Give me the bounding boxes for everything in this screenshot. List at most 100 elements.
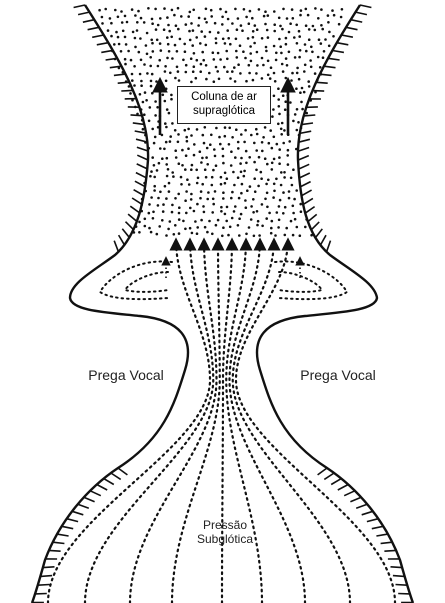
- air-particle: [273, 190, 276, 193]
- air-particle: [280, 184, 283, 187]
- hatch-mark-left-lower: [111, 473, 121, 479]
- air-particle: [166, 157, 169, 160]
- air-particle: [261, 150, 264, 153]
- air-particle: [148, 227, 151, 230]
- airflow-line: [226, 240, 262, 603]
- air-particle: [262, 136, 265, 139]
- air-particle: [284, 100, 287, 103]
- air-particle: [243, 175, 246, 178]
- hatch-mark-left-upper: [126, 222, 134, 230]
- air-particle: [244, 199, 247, 202]
- air-particle: [250, 60, 253, 63]
- air-particle: [234, 8, 237, 11]
- hatch-mark-left-upper: [128, 214, 137, 222]
- air-particle: [245, 150, 248, 153]
- air-particle: [184, 129, 187, 132]
- air-particle: [323, 50, 326, 53]
- hatch-mark-right-lower: [350, 497, 361, 502]
- air-particle: [175, 24, 178, 27]
- air-particle: [266, 192, 269, 195]
- air-particle: [174, 149, 177, 152]
- vocal-fold-right-label: Prega Vocal: [278, 367, 398, 383]
- hatch-mark-right-upper: [299, 139, 310, 142]
- hatch-mark-right-upper: [304, 115, 316, 116]
- air-particle: [168, 30, 171, 33]
- air-particle: [117, 15, 120, 18]
- air-particle: [222, 155, 225, 158]
- air-particle: [164, 122, 167, 125]
- air-particle: [209, 31, 212, 34]
- air-particle: [202, 134, 205, 137]
- air-particle: [168, 112, 171, 115]
- air-particle: [149, 106, 152, 109]
- air-particle: [283, 176, 286, 179]
- air-particle: [144, 225, 147, 228]
- air-particle: [151, 22, 154, 25]
- air-particle: [244, 129, 247, 132]
- left-fold-vortex: [100, 261, 172, 299]
- air-particle: [283, 171, 286, 174]
- air-particle: [143, 21, 146, 24]
- air-particle: [208, 220, 211, 223]
- air-particle: [298, 56, 301, 59]
- air-particle: [184, 50, 187, 53]
- air-particle: [229, 77, 232, 80]
- air-particle: [239, 72, 242, 75]
- air-particle: [297, 121, 300, 124]
- air-particle: [212, 169, 215, 172]
- air-particle: [298, 78, 301, 81]
- air-particle: [295, 189, 298, 192]
- air-particle: [305, 24, 308, 27]
- air-particle: [251, 17, 254, 20]
- air-particle: [256, 224, 259, 227]
- air-particle: [167, 24, 170, 27]
- air-particle: [264, 23, 267, 26]
- hatch-mark-right-upper: [351, 20, 363, 22]
- air-particle: [250, 205, 253, 208]
- air-particle: [178, 162, 181, 165]
- air-particle: [145, 99, 148, 102]
- air-particle: [245, 206, 248, 209]
- air-particle: [232, 171, 235, 174]
- air-particle: [288, 31, 291, 34]
- air-particle: [187, 147, 190, 150]
- hatch-mark-right-upper: [300, 182, 310, 187]
- air-particle: [138, 231, 141, 234]
- air-particle: [223, 66, 226, 69]
- air-particle: [213, 58, 216, 61]
- air-particle: [291, 72, 294, 75]
- air-particle: [166, 175, 169, 178]
- air-particle: [192, 9, 195, 12]
- hatch-mark-right-lower: [393, 576, 405, 577]
- air-particle: [159, 17, 162, 20]
- air-particle: [185, 23, 188, 26]
- air-particle: [175, 156, 178, 159]
- air-particle: [226, 177, 229, 180]
- air-particle: [167, 168, 170, 171]
- air-particle: [152, 50, 155, 53]
- air-particle: [314, 7, 317, 10]
- air-particle: [211, 184, 214, 187]
- air-particle: [292, 17, 295, 20]
- air-particle: [118, 43, 121, 46]
- air-particle: [298, 35, 301, 38]
- hatch-mark-left-upper: [88, 27, 99, 29]
- air-particle: [139, 73, 142, 76]
- air-particle: [279, 199, 282, 202]
- air-particle: [148, 212, 151, 215]
- air-particle: [275, 52, 278, 55]
- air-particle: [298, 30, 301, 33]
- air-particle: [150, 39, 153, 42]
- air-particle: [341, 8, 344, 11]
- air-particle: [206, 198, 209, 201]
- air-particle: [248, 226, 251, 229]
- air-particle: [266, 206, 269, 209]
- air-particle: [150, 85, 153, 88]
- air-particle: [227, 234, 230, 237]
- air-particle: [199, 70, 202, 73]
- air-particle: [114, 9, 117, 12]
- air-particle: [200, 161, 203, 164]
- air-particle: [177, 133, 180, 136]
- air-particle: [98, 9, 101, 12]
- air-particle: [200, 30, 203, 33]
